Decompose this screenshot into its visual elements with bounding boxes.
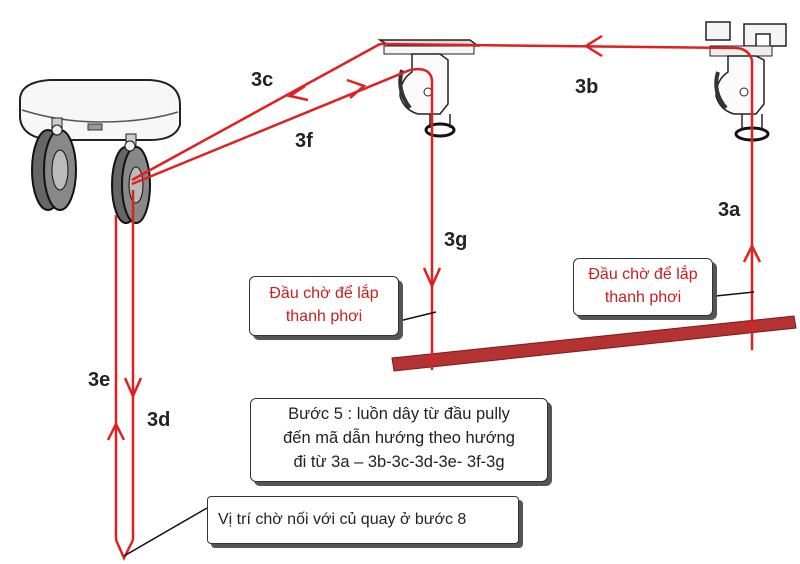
left-callout-line1: Đầu chờ để lắp	[269, 285, 379, 302]
callout-pointers	[123, 291, 755, 557]
left-callout-line2: thanh phơi	[285, 308, 363, 326]
label-3b: 3b	[575, 76, 598, 98]
step-line2: đến mã dẫn hướng theo hướng	[283, 428, 515, 447]
label-3c: 3c	[251, 69, 273, 91]
step-callout: Bước 5 : luồn dây từ đầu pully đến mã dẫ…	[250, 398, 548, 482]
right-guide-bracket	[705, 21, 787, 142]
bottom-callout-text: Vị trí chờ nối với củ quay ở bước 8	[218, 511, 467, 528]
right-pulley-wheel	[111, 133, 151, 224]
label-3a: 3a	[718, 199, 741, 221]
rope-path	[114, 42, 754, 561]
label-3d: 3d	[147, 409, 170, 431]
right-callout-line2: thanh phơi	[604, 289, 682, 307]
right-callout-line1: Đầu chờ để lắp	[588, 266, 698, 283]
label-3g: 3g	[444, 229, 467, 251]
bottom-callout: Vị trí chờ nối với củ quay ở bước 8	[207, 496, 519, 544]
left-pulley-wheel	[31, 117, 77, 211]
left-callout: Đầu chờ để lắp thanh phơi	[249, 276, 399, 336]
right-callout: Đầu chờ để lắp thanh phơi	[573, 258, 713, 316]
drying-bar	[391, 315, 797, 372]
step-line3: đi từ 3a – 3b-3c-3d-3e- 3f-3g	[293, 452, 505, 471]
label-3f: 3f	[295, 130, 313, 152]
rope-arrows	[106, 34, 762, 441]
step-line1: Bước 5 : luồn dây từ đầu pully	[288, 405, 510, 423]
middle-guide-bracket	[377, 39, 481, 138]
label-3e: 3e	[88, 369, 110, 391]
